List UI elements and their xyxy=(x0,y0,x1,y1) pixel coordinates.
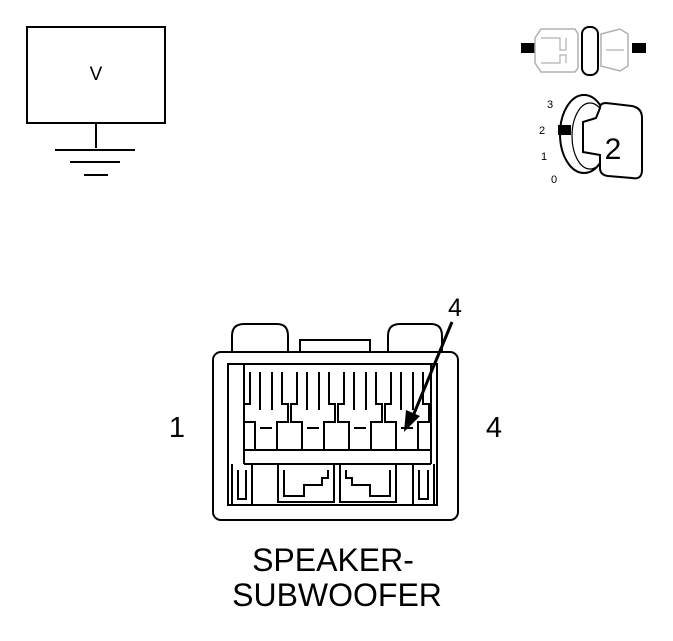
pin-4-callout-arrow xyxy=(404,321,454,432)
terminal-cavity-1 xyxy=(243,372,289,450)
callout-pin-label: 4 xyxy=(448,294,462,322)
connector-keying xyxy=(231,464,435,506)
ignition-key-icon xyxy=(558,94,643,180)
voltmeter-icon xyxy=(26,26,166,176)
ignition-position-0: 0 xyxy=(551,174,557,186)
ignition-position-1: 1 xyxy=(541,151,547,163)
connector-name-line2: SUBWOOFER xyxy=(232,577,442,613)
terminal-cavity-2 xyxy=(290,372,336,450)
back-probe-icon xyxy=(521,26,646,76)
voltmeter-symbol: V xyxy=(90,64,103,85)
key-position-label: 2 xyxy=(605,133,622,166)
connector-name-line1: SPEAKER- xyxy=(252,542,414,578)
pin-4-label: 4 xyxy=(486,412,502,444)
terminal-cavity-3 xyxy=(337,372,383,450)
ignition-position-3: 3 xyxy=(547,99,553,111)
pin-1-label: 1 xyxy=(169,412,185,444)
ignition-position-2: 2 xyxy=(539,125,545,137)
